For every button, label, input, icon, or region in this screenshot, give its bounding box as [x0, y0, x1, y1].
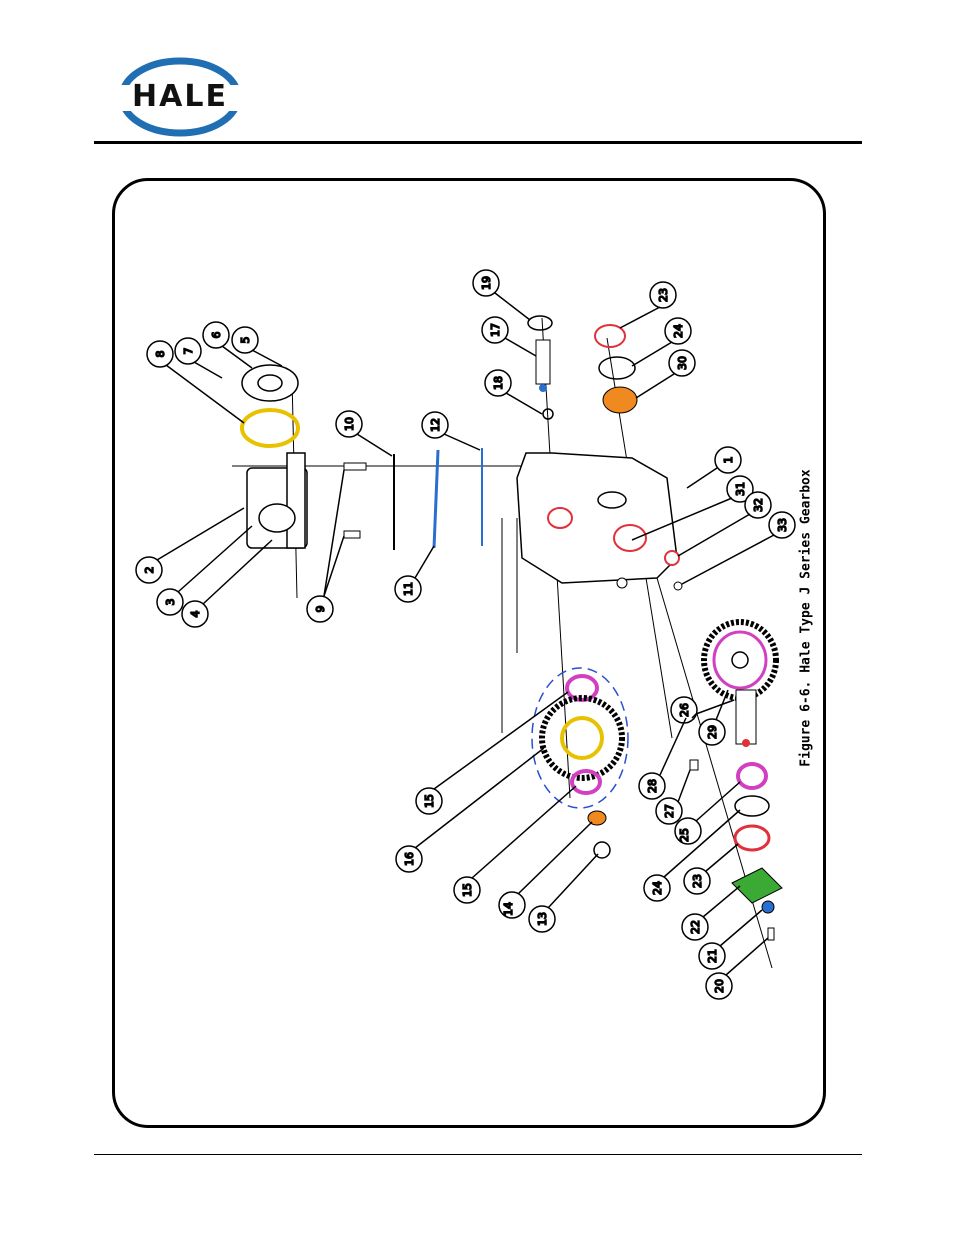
callout-13: 13: [529, 854, 598, 932]
bolt-20: [768, 928, 774, 940]
svg-text:24: 24: [651, 881, 664, 895]
svg-text:15: 15: [423, 794, 436, 808]
callout-29: 29: [699, 690, 728, 745]
callout-15-upper: 15: [416, 692, 568, 814]
svg-text:13: 13: [536, 912, 549, 926]
callout-12: 12: [422, 412, 480, 450]
callout-set: 1 2 3 4 5 6 7 8 9 10 11 12 13 14 15 15 1…: [136, 270, 795, 999]
svg-text:12: 12: [429, 418, 442, 432]
plug-31: [617, 578, 627, 588]
shim-11: [434, 450, 438, 548]
bearing-15-lower: [572, 771, 600, 793]
svg-text:3: 3: [164, 599, 177, 606]
svg-text:5: 5: [239, 337, 252, 344]
snap-ring-19: [528, 316, 552, 330]
callout-23-upper: 23: [620, 282, 676, 328]
svg-text:7: 7: [182, 348, 195, 355]
callout-10: 10: [336, 411, 392, 456]
callout-9: 9: [307, 470, 344, 622]
svg-text:2: 2: [143, 567, 156, 574]
svg-text:20: 20: [713, 979, 726, 993]
svg-text:8: 8: [154, 351, 167, 358]
svg-text:29: 29: [706, 725, 719, 739]
callout-18: 18: [485, 370, 542, 414]
callout-30: 30: [636, 350, 695, 398]
svg-text:14: 14: [502, 902, 515, 916]
gearbox-exploded-diagram: 1 2 3 4 5 6 7 8 9 10 11 12 13 14 15 15 1…: [112, 178, 826, 1128]
output-shaft-17: [536, 340, 550, 384]
plug-32: [665, 551, 679, 565]
svg-text:27: 27: [663, 804, 676, 818]
svg-text:30: 30: [676, 356, 689, 370]
svg-text:4: 4: [189, 611, 202, 618]
callout-25: 25: [675, 782, 740, 844]
footer-rule: [94, 1154, 862, 1155]
bearing-25: [738, 764, 766, 788]
callout-19: 19: [473, 270, 530, 320]
callout-14: 14: [499, 822, 592, 918]
diagram-drawing: 1 2 3 4 5 6 7 8 9 10 11 12 13 14 15 15 1…: [112, 178, 826, 1128]
svg-text:16: 16: [403, 852, 416, 866]
header-rule: [94, 141, 862, 144]
callout-28: 28: [639, 718, 686, 799]
hale-logo: HALE: [110, 55, 250, 140]
svg-text:33: 33: [776, 518, 789, 532]
callout-26: 26: [671, 697, 734, 723]
svg-text:11: 11: [402, 582, 415, 596]
snap-ring-24-upper: [599, 357, 635, 379]
svg-text:10: 10: [343, 417, 356, 431]
washer-21: [762, 901, 774, 913]
drive-gear-29: [704, 622, 776, 698]
seal-23-lower: [735, 826, 769, 850]
svg-text:1: 1: [722, 457, 735, 464]
callout-16: 16: [396, 748, 544, 872]
snap-ring-24-lower: [735, 796, 769, 816]
key-27: [690, 760, 698, 770]
callout-2: 2: [136, 508, 244, 583]
shaft-end: [742, 739, 750, 747]
svg-text:24: 24: [672, 324, 685, 338]
bearing-15-upper: [567, 676, 597, 700]
callout-21: 21: [699, 910, 762, 969]
svg-text:23: 23: [657, 288, 670, 302]
svg-text:32: 32: [752, 498, 765, 512]
gasket-8: [242, 410, 298, 446]
svg-text:28: 28: [646, 779, 659, 793]
callout-11: 11: [395, 546, 434, 602]
callout-4: 4: [182, 540, 272, 627]
bearing-cap: [242, 365, 298, 401]
callout-22: 22: [682, 886, 740, 940]
bearing-30: [603, 387, 637, 413]
svg-text:25: 25: [678, 828, 691, 842]
svg-text:9: 9: [314, 606, 327, 613]
dowel-pin-upper: [344, 463, 366, 470]
dowel-pin-lower: [344, 531, 360, 538]
svg-text:23: 23: [691, 874, 704, 888]
svg-text:31: 31: [734, 482, 747, 496]
input-housing: [247, 453, 307, 548]
drive-shaft-26: [736, 690, 756, 744]
bearing-washer-17: [539, 384, 547, 392]
plug-33: [674, 582, 682, 590]
svg-text:15: 15: [461, 883, 474, 897]
svg-text:22: 22: [689, 920, 702, 934]
callout-33: 33: [682, 512, 795, 584]
svg-text:21: 21: [706, 949, 719, 963]
svg-text:19: 19: [480, 276, 493, 290]
logo-text: HALE: [110, 79, 250, 114]
callout-5: 5: [232, 327, 282, 366]
svg-text:26: 26: [678, 703, 691, 717]
svg-text:6: 6: [210, 332, 223, 339]
idler-gear-16: [542, 698, 622, 778]
gearbox-case: [517, 453, 677, 583]
figure-caption: Figure 6-6. Hale Type J Series Gearbox: [799, 469, 814, 766]
svg-text:17: 17: [489, 323, 502, 337]
idler-assembly-outline: [532, 668, 628, 808]
svg-text:18: 18: [492, 376, 505, 390]
